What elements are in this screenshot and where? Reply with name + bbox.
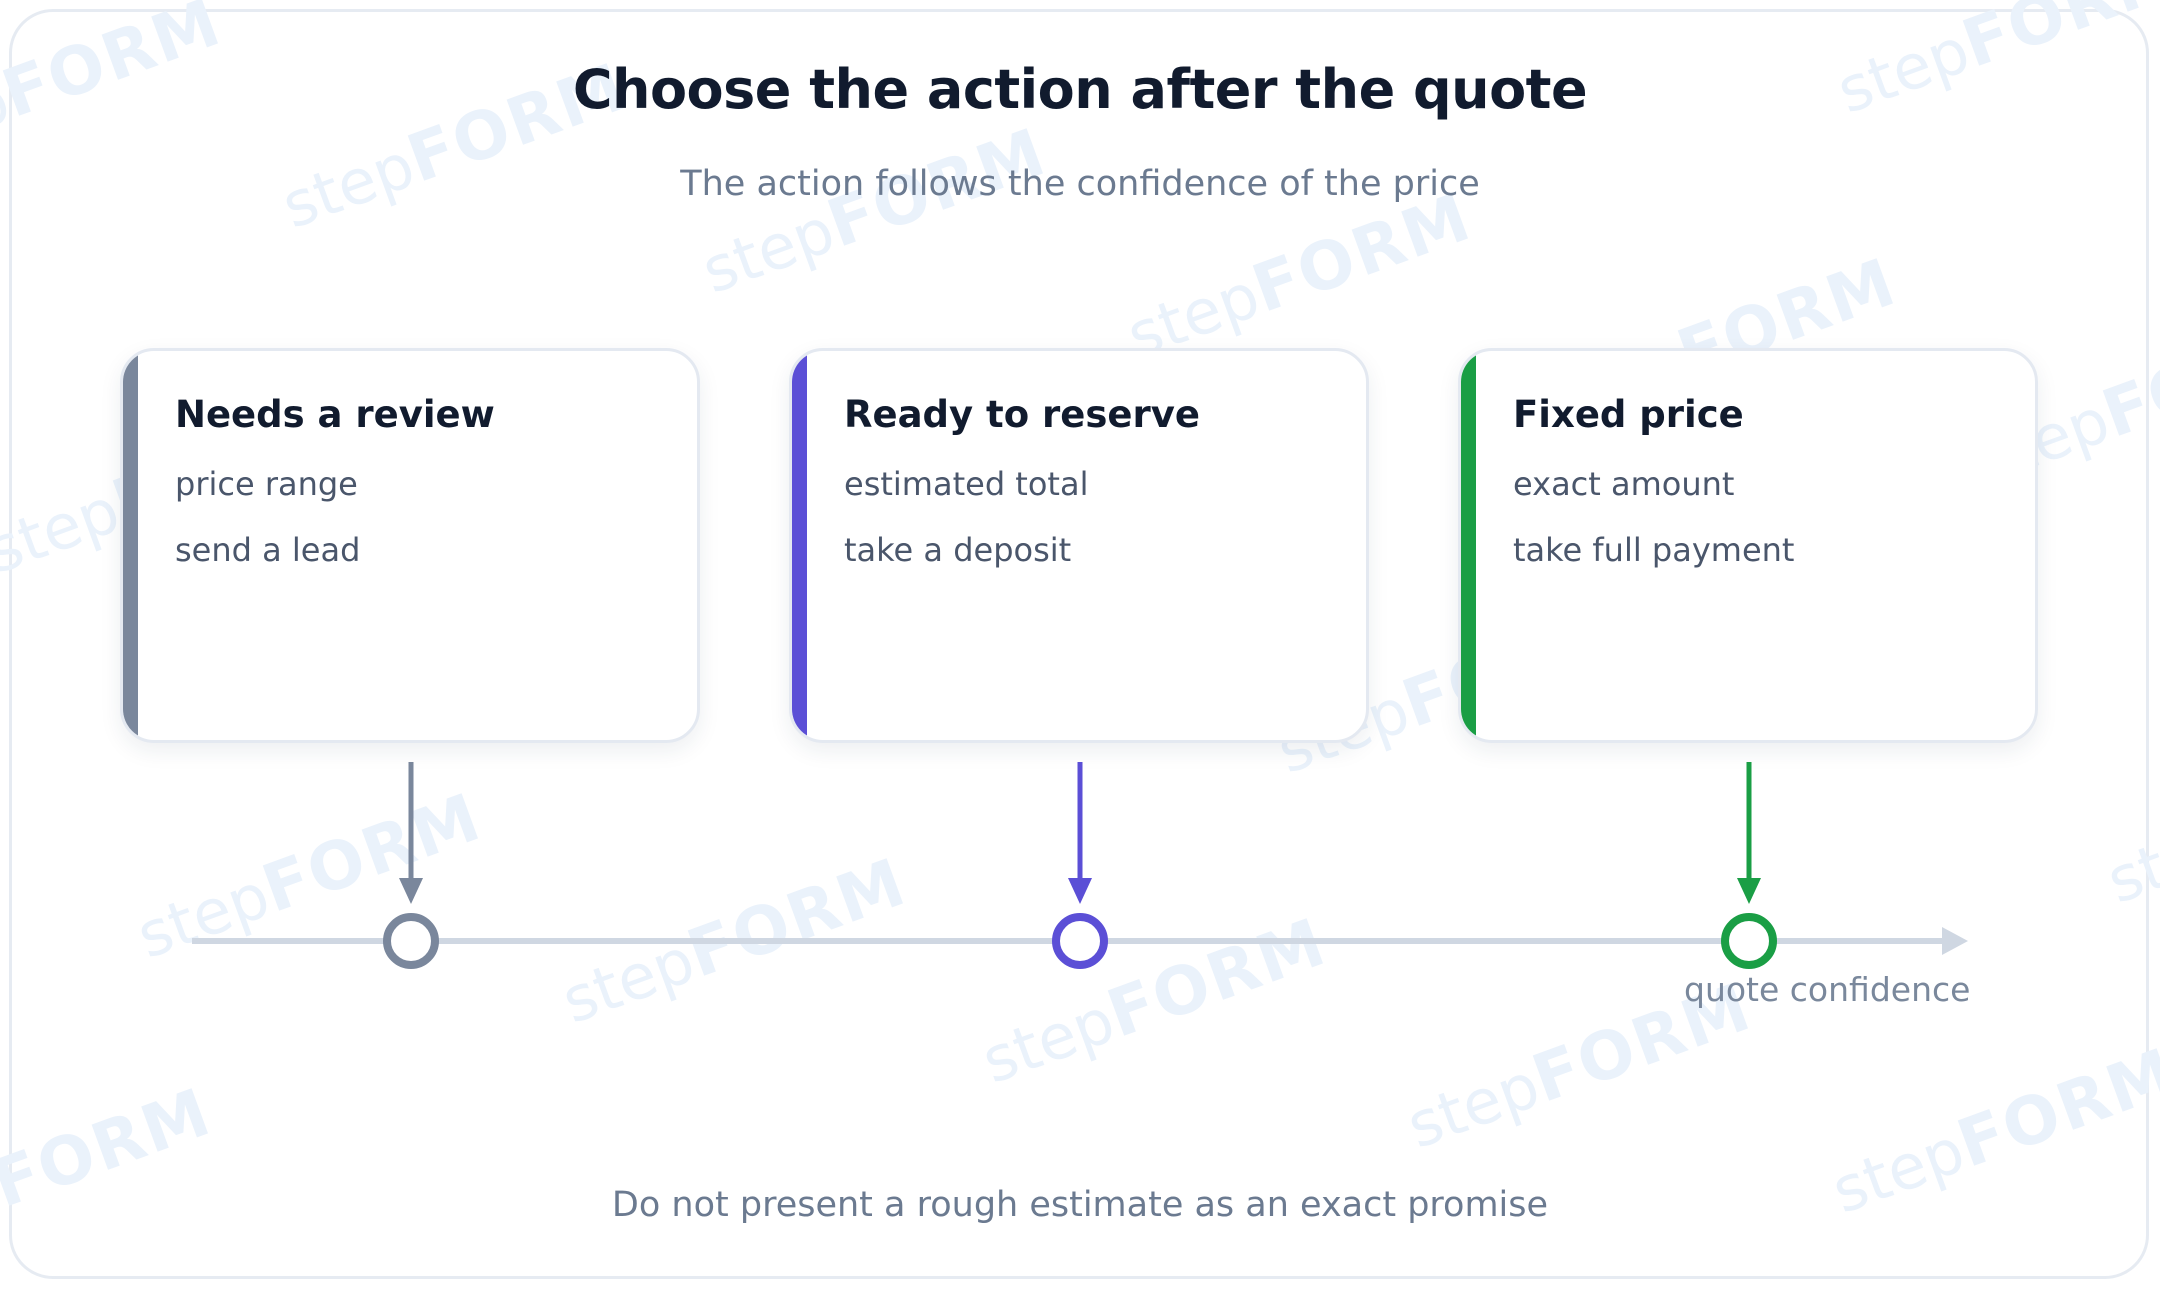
card-price-type: estimated total bbox=[844, 465, 1089, 503]
card-title: Fixed price bbox=[1513, 393, 1744, 436]
card-accent-bar bbox=[792, 351, 807, 740]
card-action: take full payment bbox=[1513, 531, 1795, 569]
page-title: Choose the action after the quote bbox=[572, 58, 1588, 121]
page-subtitle: The action follows the confidence of the… bbox=[680, 164, 1480, 204]
card-title: Needs a review bbox=[175, 393, 495, 436]
card-price-type: price range bbox=[175, 465, 358, 503]
footnote: Do not present a rough estimate as an ex… bbox=[611, 1185, 1549, 1225]
card-accent-bar bbox=[123, 351, 138, 740]
card-price-type: exact amount bbox=[1513, 465, 1735, 503]
card-needs-review: Needs a review price range send a lead bbox=[120, 348, 700, 743]
card-fixed-price: Fixed price exact amount take full payme… bbox=[1458, 348, 2038, 743]
card-title: Ready to reserve bbox=[844, 393, 1200, 436]
axis-label: quote confidence bbox=[1684, 970, 1971, 1009]
card-action: send a lead bbox=[175, 531, 361, 569]
card-accent-bar bbox=[1461, 351, 1476, 740]
card-action: take a deposit bbox=[844, 531, 1072, 569]
card-ready-to-reserve: Ready to reserve estimated total take a … bbox=[789, 348, 1369, 743]
